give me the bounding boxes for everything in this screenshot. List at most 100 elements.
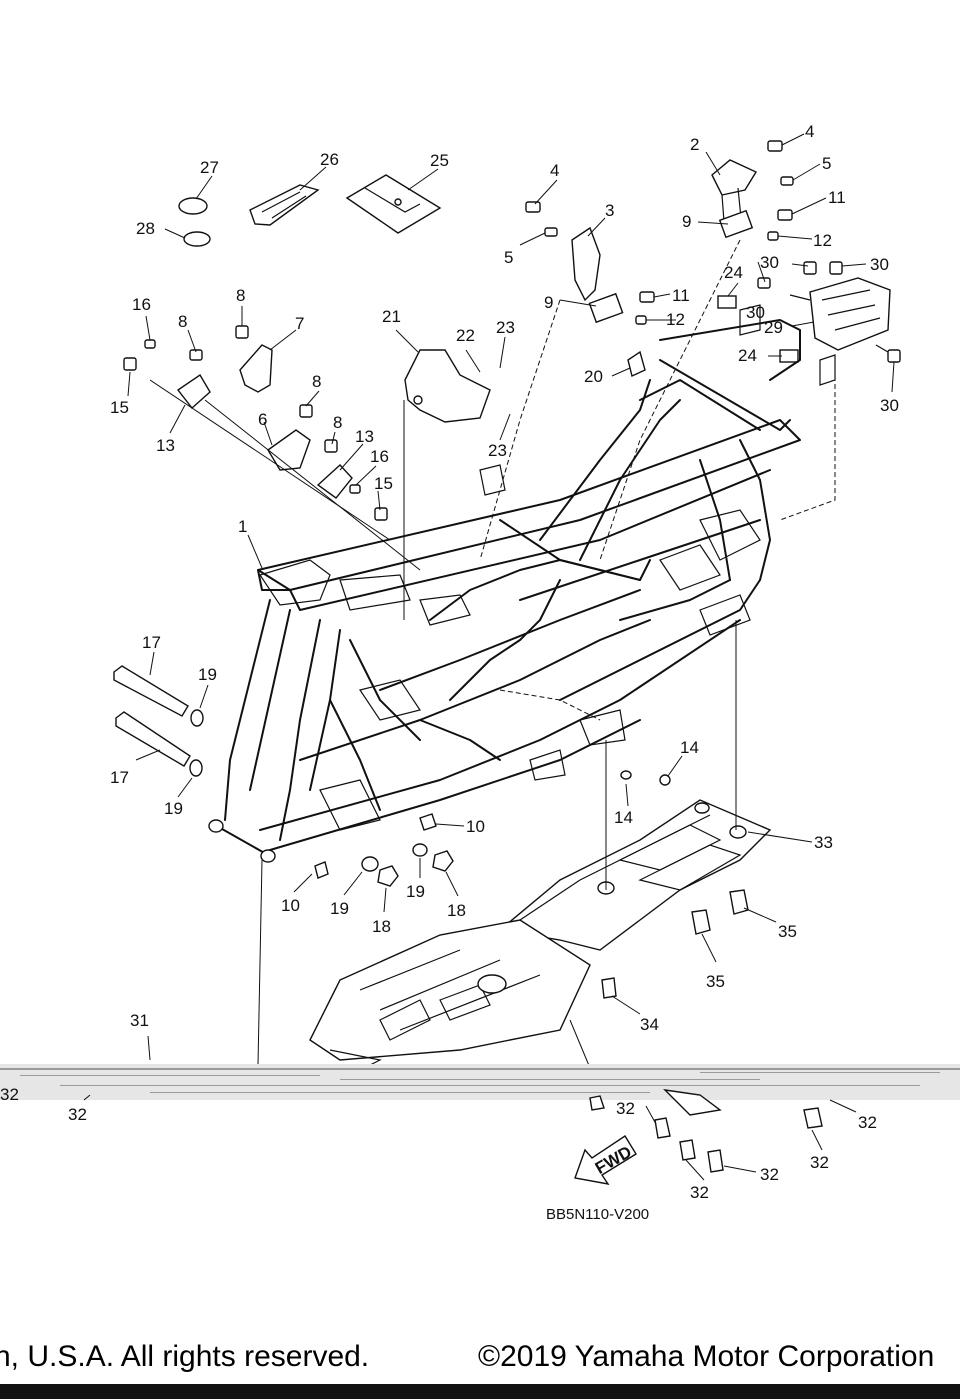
callout-35: 35 (706, 972, 725, 991)
callout-8: 8 (178, 312, 187, 331)
part-20 (627, 350, 646, 377)
callout-26: 26 (320, 150, 339, 169)
callout-8: 8 (236, 286, 245, 305)
callout-19: 19 (164, 799, 183, 818)
callout-30: 30 (746, 303, 765, 322)
callout-30: 30 (880, 396, 899, 415)
o-ring-28 (183, 231, 211, 247)
callout-12: 12 (666, 310, 685, 329)
bracket-9-lower (588, 292, 624, 324)
callout-16: 16 (370, 447, 389, 466)
skid-plate-33 (498, 770, 772, 951)
callout-19: 19 (406, 882, 425, 901)
callout-24: 24 (738, 346, 757, 365)
callout-32: 32 (810, 1153, 829, 1172)
callout-27: 27 (200, 158, 219, 177)
callout-8: 8 (333, 413, 342, 432)
bracket-29 (789, 277, 891, 353)
callout-17: 17 (142, 633, 161, 652)
bolts-left (123, 325, 388, 521)
callout-30: 30 (760, 253, 779, 272)
bottom-edge-bar (0, 1384, 960, 1399)
callout-10: 10 (466, 817, 485, 836)
bracket-13-left (176, 374, 211, 410)
diagram-code: BB5N110-V200 (546, 1206, 649, 1223)
callout-23: 23 (496, 318, 515, 337)
callout-1: 1 (238, 517, 247, 536)
fwd-arrow: FWD (574, 1135, 637, 1185)
callout-5: 5 (822, 154, 831, 173)
o-ring-27 (178, 197, 208, 215)
bracket-13-right (316, 464, 353, 499)
callout-5: 5 (504, 248, 513, 267)
bolts-skid (601, 889, 749, 999)
callout-4: 4 (805, 122, 814, 141)
callout-18: 18 (447, 901, 466, 920)
callout-32: 32 (858, 1113, 877, 1132)
washers-nuts (189, 709, 454, 887)
callout-leaders-bolts (135, 651, 465, 913)
callout-32: 32 (616, 1099, 635, 1118)
bolt-17-lower (115, 711, 191, 767)
callout-33: 33 (814, 833, 833, 852)
bracket-9-upper (718, 209, 754, 239)
callout-32: 32 (0, 1085, 19, 1104)
callout-32: 32 (760, 1165, 779, 1184)
skid-plate-31 (309, 919, 591, 1071)
callout-32: 32 (690, 1183, 709, 1202)
callout-14: 14 (614, 808, 633, 827)
tool-holder-26 (249, 184, 320, 226)
bracket-7 (239, 344, 273, 393)
callout-34: 34 (640, 1015, 659, 1034)
callout-4: 4 (550, 161, 559, 180)
callout-35: 35 (778, 922, 797, 941)
callout-leaders-middle (395, 329, 631, 620)
footer-rights-text: n, U.S.A. All rights reserved. (0, 1340, 370, 1373)
callout-19: 19 (330, 899, 349, 918)
scan-noise-band (0, 1064, 960, 1100)
bolt-17-upper (113, 665, 189, 717)
callout-leaders-bottom (83, 1094, 857, 1181)
callout-20: 20 (584, 367, 603, 386)
cover-21 (404, 349, 491, 423)
callout-25: 25 (430, 151, 449, 170)
callout-14: 14 (680, 738, 699, 757)
callout-31: 31 (130, 1011, 149, 1030)
callout-17: 17 (110, 768, 129, 787)
callout-13: 13 (156, 436, 175, 455)
callout-7: 7 (295, 314, 304, 333)
callout-9: 9 (682, 212, 691, 231)
callout-11: 11 (672, 286, 690, 305)
callouts: 1 2 3 4 4 5 5 6 7 8 8 8 8 9 9 10 10 11 1… (0, 122, 899, 1202)
callout-24: 24 (724, 263, 743, 282)
callout-21: 21 (382, 307, 401, 326)
callout-leaders-skid (147, 620, 813, 1069)
callout-11: 11 (828, 188, 846, 207)
callout-9: 9 (544, 293, 553, 312)
callout-13: 13 (355, 427, 374, 446)
callout-19: 19 (198, 665, 217, 684)
main-frame-1 (208, 239, 836, 863)
callout-leaders-top (164, 166, 439, 239)
callout-28: 28 (136, 219, 155, 238)
callout-32: 32 (68, 1105, 87, 1124)
bracket-6 (267, 429, 311, 471)
callout-30: 30 (870, 255, 889, 274)
callout-8: 8 (312, 372, 321, 391)
callout-23: 23 (488, 441, 507, 460)
callout-12: 12 (813, 231, 832, 250)
bolts-32 (589, 1089, 823, 1173)
callout-2: 2 (690, 135, 699, 154)
footer-copyright-text: ©2019 Yamaha Motor Corporation (478, 1340, 935, 1373)
callout-16: 16 (132, 295, 151, 314)
frame-leader-1 (247, 534, 263, 569)
owner-pouch-25 (345, 174, 442, 234)
callout-6: 6 (258, 410, 267, 429)
callout-3: 3 (605, 201, 614, 220)
callout-15: 15 (110, 398, 129, 417)
callout-leaders-right (519, 133, 895, 393)
bracket-3 (571, 226, 601, 302)
callout-22: 22 (456, 326, 475, 345)
callout-18: 18 (372, 917, 391, 936)
